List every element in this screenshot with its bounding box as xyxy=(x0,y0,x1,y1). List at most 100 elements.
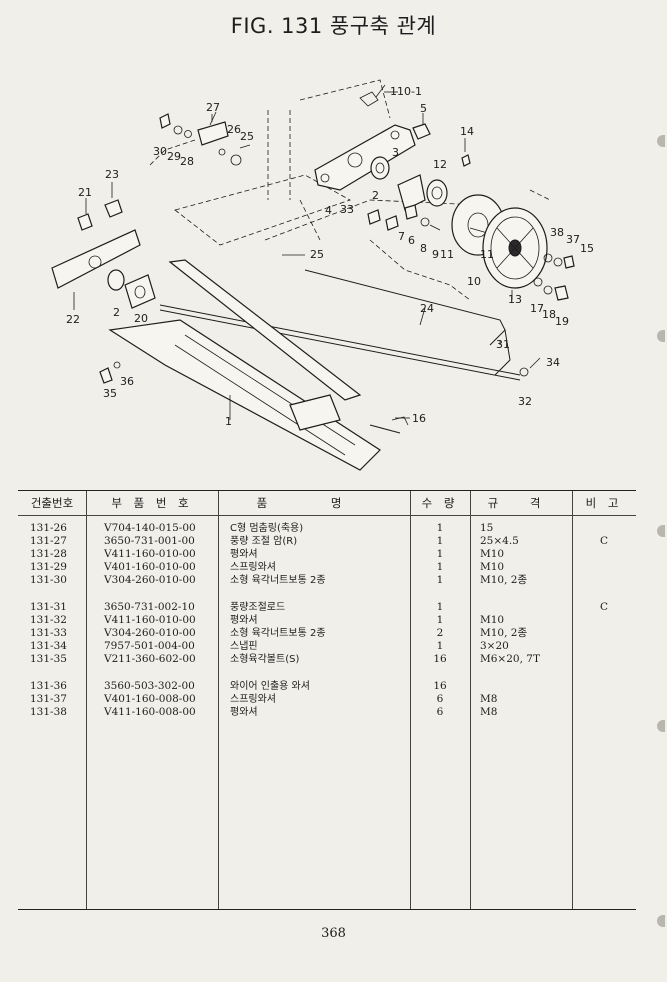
cell-spec: 25×4.5 xyxy=(480,535,519,547)
svg-text:20: 20 xyxy=(134,312,148,325)
callout-labels: 110-1 5 27 26 25 14 30 29 28 3 12 23 21 … xyxy=(66,85,594,428)
svg-text:9: 9 xyxy=(432,248,439,261)
svg-text:25: 25 xyxy=(240,130,254,143)
cell-qty: 16 xyxy=(433,680,447,692)
svg-text:33: 33 xyxy=(340,203,354,216)
header-part-no: 부 품 번 호 xyxy=(111,496,193,510)
cell-ref: 131-35 xyxy=(30,653,67,665)
svg-text:23: 23 xyxy=(105,168,119,181)
svg-text:14: 14 xyxy=(460,125,474,138)
cell-ref: 131-29 xyxy=(30,561,67,573)
cell-pn: V401-160-010-00 xyxy=(104,561,196,573)
svg-text:16: 16 xyxy=(412,412,426,425)
cell-rem: C xyxy=(599,535,609,547)
cell-name: 풍량 조절 암(R) xyxy=(230,536,298,547)
cell-qty: 1 xyxy=(436,535,444,547)
svg-text:21: 21 xyxy=(78,186,92,199)
svg-text:8: 8 xyxy=(420,242,427,255)
binder-hole xyxy=(657,720,665,732)
header-qty: 수 량 xyxy=(421,496,459,510)
cell-ref: 131-30 xyxy=(30,574,67,586)
cell-ref: 131-31 xyxy=(30,601,67,613)
cell-qty: 6 xyxy=(436,693,444,705)
header-spec: 규 격 xyxy=(487,496,555,510)
svg-text:13: 13 xyxy=(508,293,522,306)
svg-text:27: 27 xyxy=(206,101,220,114)
cell-name: C형 멈춤링(축용) xyxy=(230,523,304,534)
cell-ref: 131-28 xyxy=(30,548,67,560)
svg-text:18: 18 xyxy=(542,308,556,321)
svg-text:38: 38 xyxy=(550,226,564,239)
cell-pn: 3650-731-002-10 xyxy=(104,601,195,613)
cell-pn: V411-160-010-00 xyxy=(104,548,196,560)
cell-ref: 131-34 xyxy=(30,640,67,652)
cell-spec: 15 xyxy=(480,522,494,534)
svg-text:2: 2 xyxy=(113,306,120,319)
exploded-parts-diagram: 110-1 5 27 26 25 14 30 29 28 3 12 23 21 … xyxy=(51,79,594,471)
cell-spec: M10 xyxy=(480,561,505,573)
cell-qty: 16 xyxy=(433,653,447,665)
svg-text:10: 10 xyxy=(467,275,481,288)
cell-pn: V304-260-010-00 xyxy=(104,627,196,639)
cell-ref: 131-27 xyxy=(30,535,67,547)
cell-pn: 3650-731-001-00 xyxy=(104,535,195,547)
cell-ref: 131-36 xyxy=(30,680,67,692)
upper-arm-part xyxy=(314,124,416,191)
svg-text:24: 24 xyxy=(420,302,434,315)
svg-text:29: 29 xyxy=(167,150,181,163)
cell-qty: 1 xyxy=(436,601,444,613)
svg-text:15: 15 xyxy=(580,242,594,255)
svg-text:30: 30 xyxy=(153,145,167,158)
cell-spec: M8 xyxy=(480,706,498,718)
svg-text:11: 11 xyxy=(480,248,494,261)
svg-text:2: 2 xyxy=(372,189,379,202)
svg-text:26: 26 xyxy=(227,123,241,136)
binder-hole xyxy=(657,915,665,927)
arm-part-27 xyxy=(197,121,229,146)
svg-text:28: 28 xyxy=(180,155,194,168)
cell-ref: 131-37 xyxy=(30,693,67,705)
cell-pn: V304-260-010-00 xyxy=(104,574,196,586)
cell-pn: V704-140-015-00 xyxy=(104,522,196,534)
cell-pn: V211-360-602-00 xyxy=(104,653,196,665)
page-number: 368 xyxy=(321,926,346,941)
cell-qty: 1 xyxy=(436,640,444,652)
cell-name: 스프링와셔 xyxy=(230,694,276,705)
binder-hole xyxy=(657,525,665,537)
svg-text:110-1: 110-1 xyxy=(390,85,422,98)
svg-text:19: 19 xyxy=(555,315,569,328)
cell-ref: 131-38 xyxy=(30,706,67,718)
cell-name: 평와셔 xyxy=(230,707,258,718)
cell-spec: M10, 2종 xyxy=(480,574,528,586)
cell-rem: C xyxy=(599,601,609,613)
cell-name: 소형 육각너트보통 2종 xyxy=(230,628,326,639)
cell-name: 소형 육각너트보통 2종 xyxy=(230,575,326,586)
svg-text:11: 11 xyxy=(440,248,454,261)
cell-name: 평와셔 xyxy=(230,615,258,626)
svg-text:22: 22 xyxy=(66,313,80,326)
cell-name: 풍량조절로드 xyxy=(230,602,286,613)
page-title: FIG. 131 풍구축 관계 xyxy=(230,14,437,38)
svg-text:5: 5 xyxy=(420,102,427,115)
cell-spec: 3×20 xyxy=(480,640,509,652)
cell-name: 스프링와셔 xyxy=(230,562,276,573)
svg-text:32: 32 xyxy=(518,395,532,408)
svg-text:7: 7 xyxy=(398,230,405,243)
cell-name: 스냅핀 xyxy=(230,641,258,652)
svg-text:17: 17 xyxy=(530,302,544,315)
table-row: 131-31 3650-731-002-10 풍량조절로드 1 C xyxy=(18,601,636,614)
svg-text:31: 31 xyxy=(496,338,510,351)
